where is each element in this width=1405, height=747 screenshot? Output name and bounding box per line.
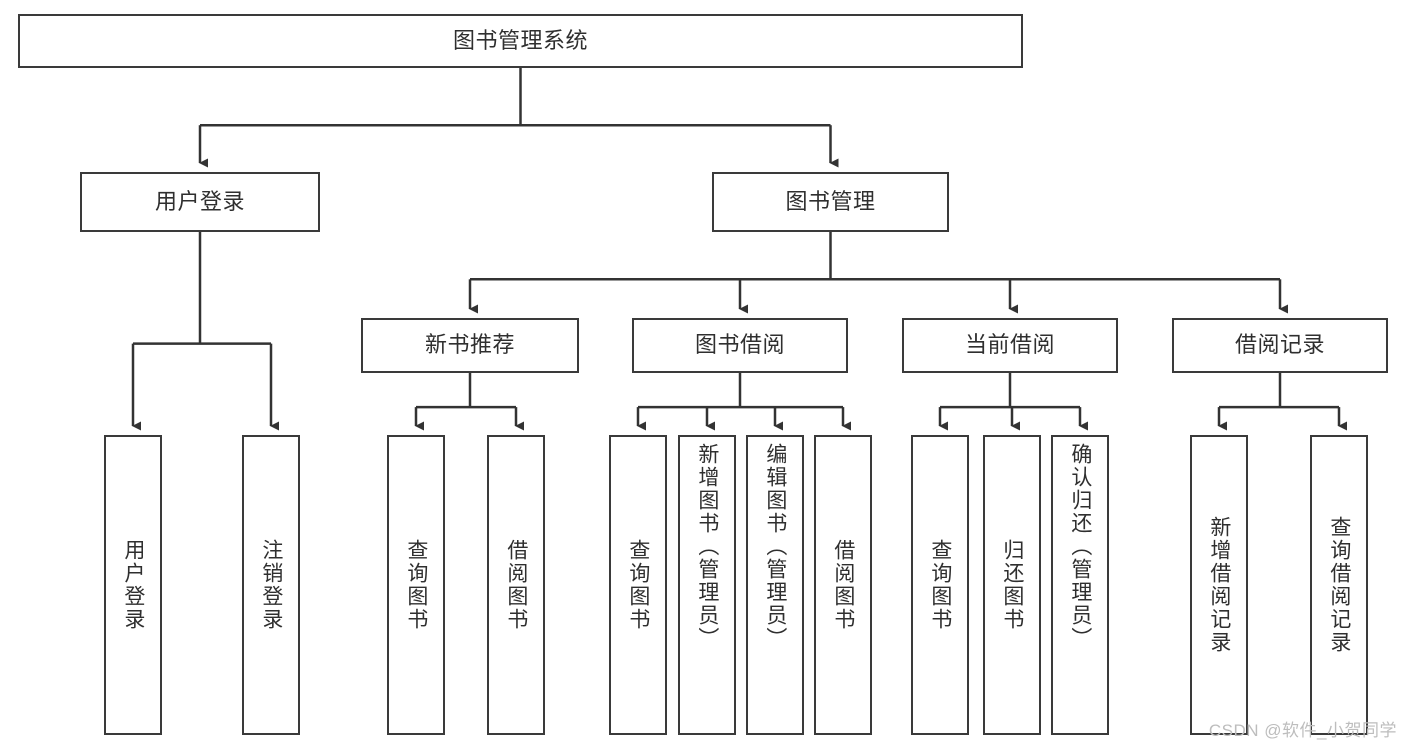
node-label: 查询借阅记录 [1327, 516, 1351, 654]
node-leaf_add_book[interactable]: 新增图书（管理员） [678, 435, 736, 735]
node-leaf_query_record[interactable]: 查询借阅记录 [1310, 435, 1368, 735]
node-label: 归还图书 [1000, 539, 1024, 631]
node-label: 编辑图书（管理员） [763, 443, 787, 650]
node-label: 当前借阅 [964, 332, 1055, 358]
node-book_manage[interactable]: 图书管理 [712, 172, 949, 232]
node-leaf_query_book_2[interactable]: 查询图书 [609, 435, 667, 735]
node-leaf_confirm_return[interactable]: 确认归还（管理员） [1051, 435, 1109, 735]
node-leaf_user_login[interactable]: 用户登录 [104, 435, 162, 735]
node-label: 新增图书（管理员） [695, 443, 719, 650]
node-label: 用户登录 [121, 539, 145, 631]
node-leaf_query_book_3[interactable]: 查询图书 [911, 435, 969, 735]
node-label: 新增借阅记录 [1207, 516, 1231, 654]
node-borrow_record[interactable]: 借阅记录 [1172, 318, 1388, 373]
node-label: 查询图书 [404, 539, 428, 631]
node-root[interactable]: 图书管理系统 [18, 14, 1023, 68]
node-leaf_borrow_book_1[interactable]: 借阅图书 [487, 435, 545, 735]
node-leaf_query_book_1[interactable]: 查询图书 [387, 435, 445, 735]
node-label: 新书推荐 [424, 332, 515, 358]
node-label: 图书管理系统 [452, 27, 588, 53]
node-book_borrow[interactable]: 图书借阅 [632, 318, 848, 373]
node-label: 借阅图书 [504, 539, 528, 631]
node-label: 查询图书 [626, 539, 650, 631]
node-cur_borrow[interactable]: 当前借阅 [902, 318, 1118, 373]
watermark-text: CSDN @软件_小贺同学 [1208, 721, 1397, 740]
node-label: 用户登录 [154, 188, 245, 214]
node-label: 图书借阅 [694, 332, 785, 358]
node-label: 图书管理 [785, 188, 876, 214]
node-leaf_add_record[interactable]: 新增借阅记录 [1190, 435, 1248, 735]
node-leaf_return_book[interactable]: 归还图书 [983, 435, 1041, 735]
node-label: 确认归还（管理员） [1068, 443, 1092, 650]
node-leaf_edit_book[interactable]: 编辑图书（管理员） [746, 435, 804, 735]
node-leaf_user_logout[interactable]: 注销登录 [242, 435, 300, 735]
node-label: 借阅记录 [1234, 332, 1325, 358]
node-label: 查询图书 [928, 539, 952, 631]
node-label: 借阅图书 [831, 539, 855, 631]
node-user_login[interactable]: 用户登录 [80, 172, 320, 232]
node-new_book_rec[interactable]: 新书推荐 [361, 318, 579, 373]
node-leaf_borrow_book_2[interactable]: 借阅图书 [814, 435, 872, 735]
node-label: 注销登录 [259, 539, 283, 631]
